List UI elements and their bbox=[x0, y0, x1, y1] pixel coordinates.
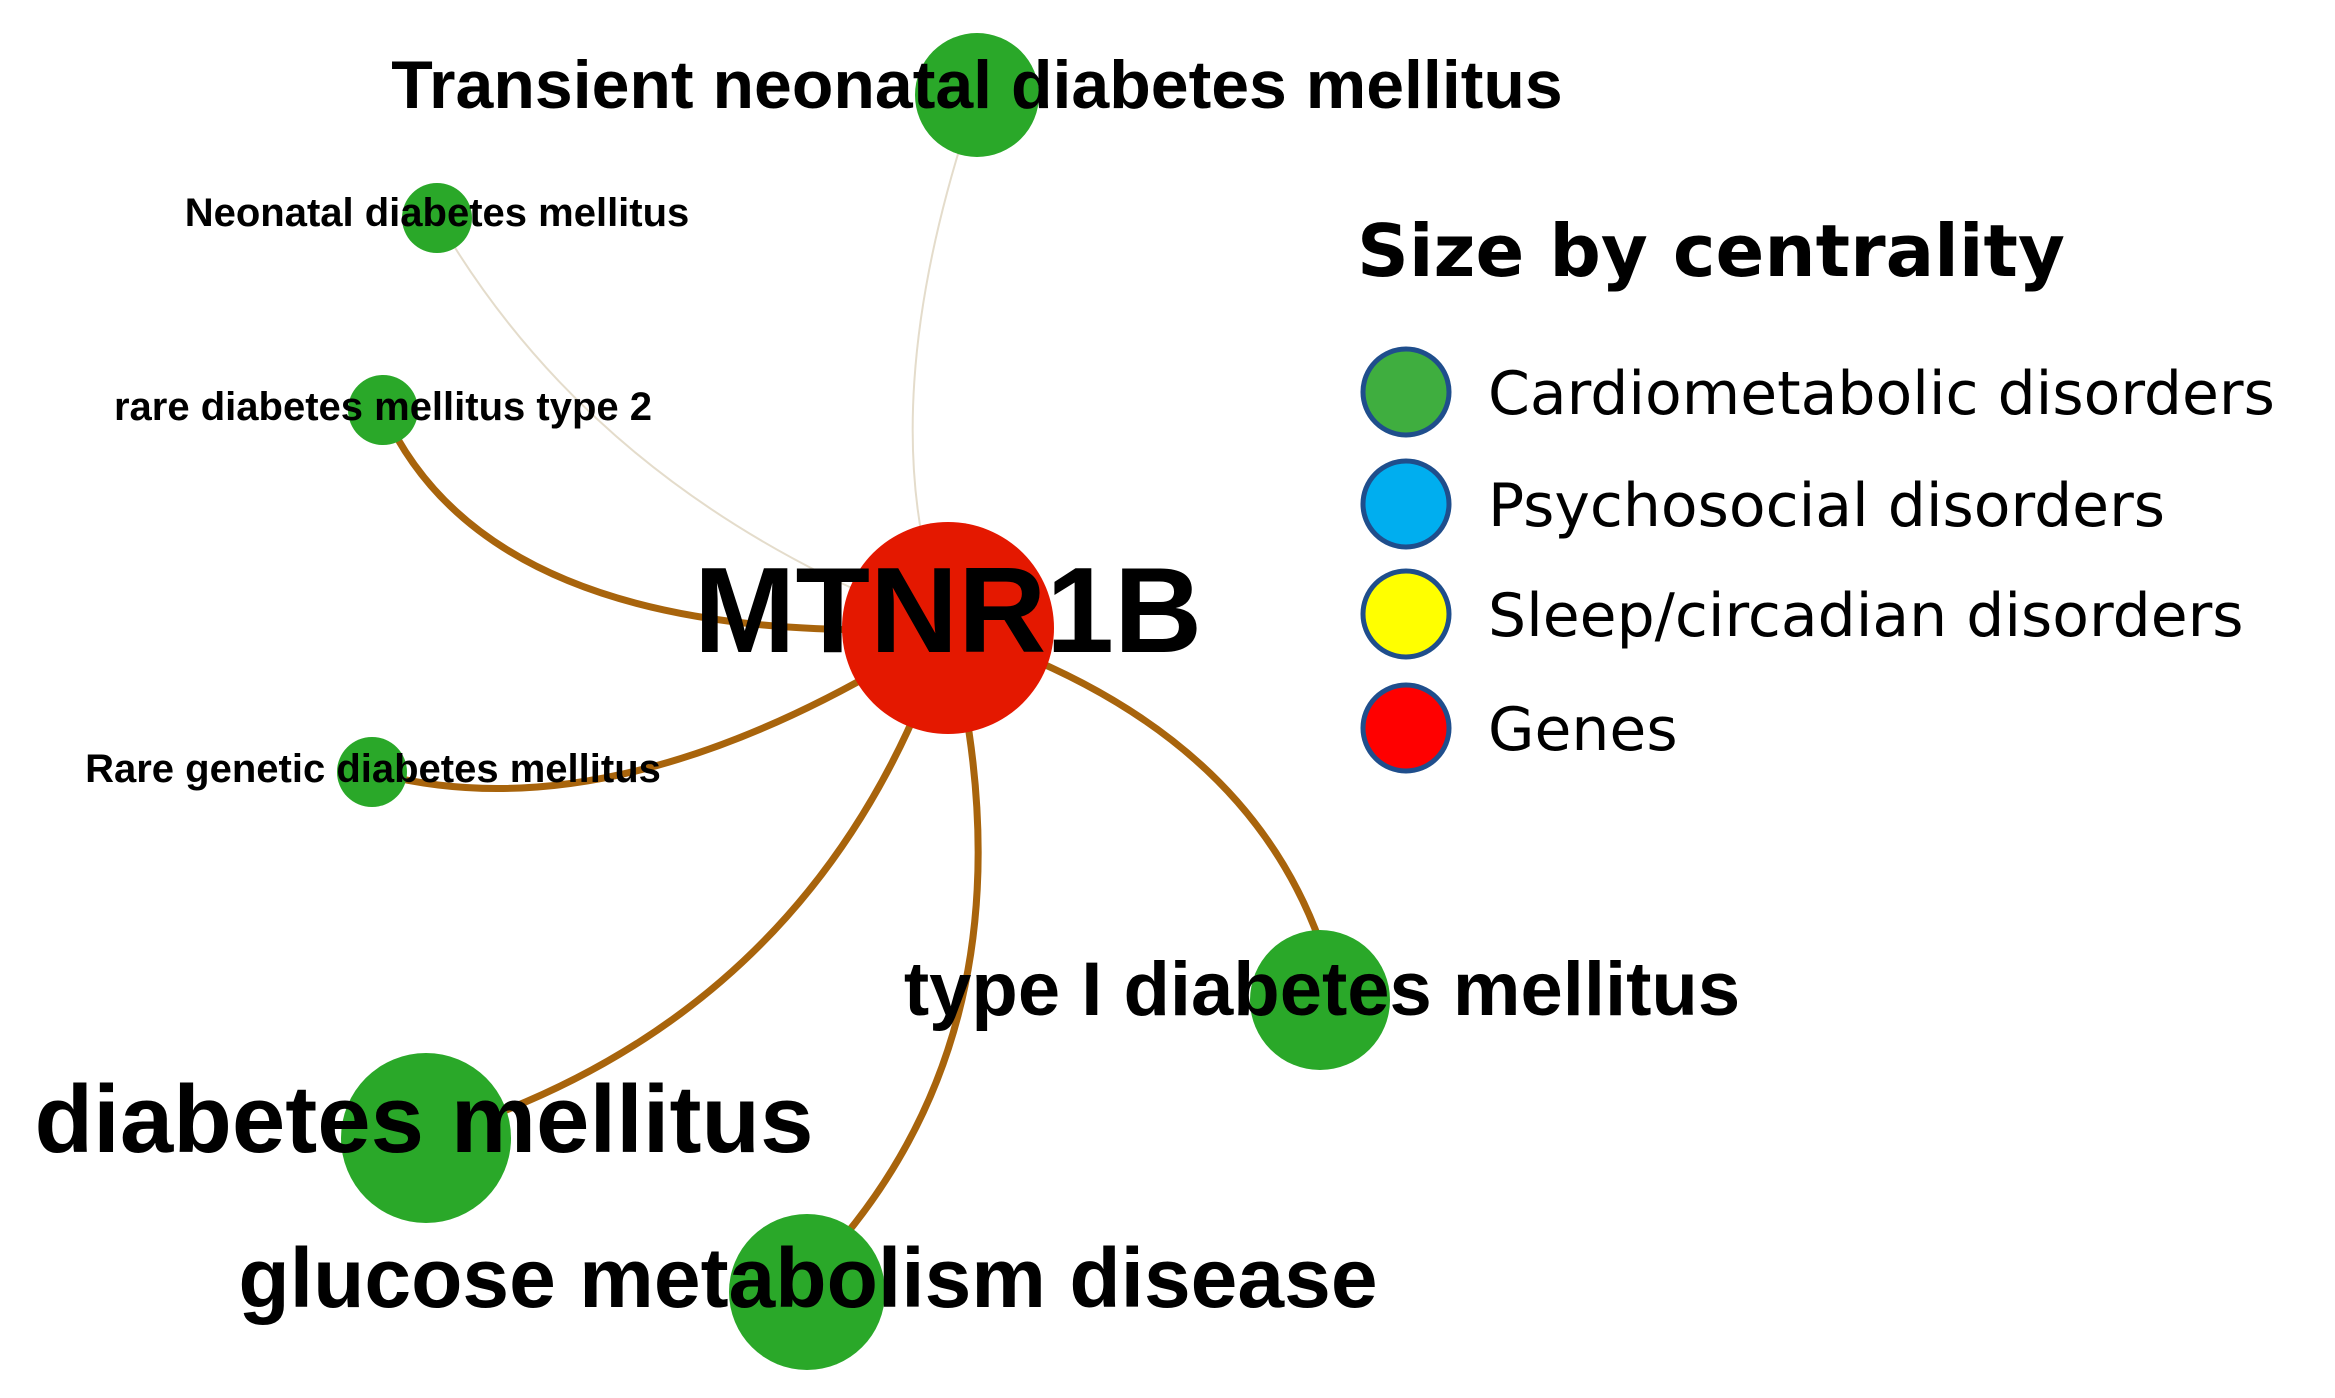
label-dm: diabetes mellitus bbox=[35, 1066, 814, 1173]
legend-swatch-genes bbox=[1360, 682, 1452, 774]
label-neonatal: Neonatal diabetes mellitus bbox=[185, 191, 690, 235]
label-transient: Transient neonatal diabetes mellitus bbox=[391, 47, 1562, 123]
legend: Size by centrality Cardiometabolic disor… bbox=[1357, 209, 2275, 774]
nodes bbox=[337, 33, 1390, 1370]
label-type1: type I diabetes mellitus bbox=[904, 947, 1740, 1032]
legend-label-cardiometabolic: Cardiometabolic disorders bbox=[1488, 359, 2275, 429]
node-neonatal[interactable] bbox=[402, 183, 472, 253]
legend-title: Size by centrality bbox=[1357, 209, 2065, 293]
node-type1[interactable] bbox=[1250, 930, 1390, 1070]
node-labels: Transient neonatal diabetes mellitus Neo… bbox=[35, 47, 1741, 1325]
legend-swatch-cardiometabolic bbox=[1360, 346, 1452, 438]
edge-dm bbox=[424, 626, 952, 1142]
legend-label-genes: Genes bbox=[1488, 695, 1678, 765]
label-rare-genetic: Rare genetic diabetes mellitus bbox=[85, 747, 661, 791]
legend-label-sleep: Sleep/circadian disorders bbox=[1488, 581, 2244, 651]
legend-swatch-sleep bbox=[1360, 568, 1452, 660]
legend-swatch-psychosocial bbox=[1360, 458, 1452, 550]
node-rare-genetic[interactable] bbox=[337, 737, 407, 807]
edge-rare-t2 bbox=[379, 408, 949, 634]
label-rare-t2: rare diabetes mellitus type 2 bbox=[114, 385, 652, 429]
label-mtnr1b: MTNR1B bbox=[694, 542, 1202, 678]
legend-label-psychosocial: Psychosocial disorders bbox=[1488, 471, 2165, 541]
node-transient[interactable] bbox=[915, 33, 1039, 157]
node-glucose[interactable] bbox=[729, 1214, 885, 1370]
label-glucose: glucose metabolism disease bbox=[238, 1231, 1377, 1325]
node-dm[interactable] bbox=[341, 1053, 511, 1223]
node-rare-t2[interactable] bbox=[348, 375, 418, 445]
node-mtnr1b[interactable] bbox=[842, 522, 1054, 734]
edge-glucose bbox=[804, 627, 982, 1281]
